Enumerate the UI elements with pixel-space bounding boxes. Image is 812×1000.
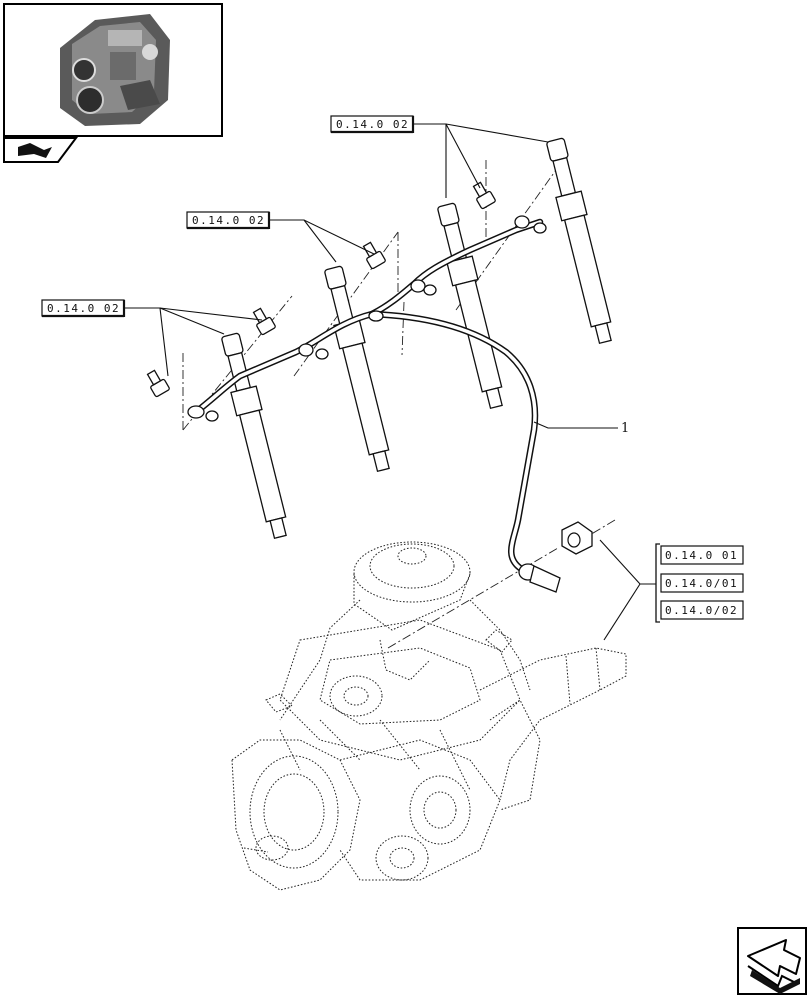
- injector-3[interactable]: [433, 202, 509, 410]
- reference-group-right: 0.14.0 01 0.14.0/01 0.14.0/02: [655, 543, 744, 623]
- reference-label: 0.14.0 02: [192, 214, 265, 227]
- reference-label: 0.14.0 01: [665, 549, 738, 562]
- engine-thumbnail-icon[interactable]: [3, 3, 223, 137]
- banjo-bolt-3[interactable]: [360, 240, 386, 270]
- injection-pump[interactable]: [231, 541, 627, 891]
- view-selector-icon[interactable]: [3, 137, 78, 163]
- reference-box-middle[interactable]: 0.14.0 02: [186, 211, 271, 230]
- union-nut[interactable]: [561, 521, 593, 555]
- leak-off-pipe[interactable]: [187, 215, 561, 593]
- reference-box-top[interactable]: 0.14.0 02: [330, 115, 415, 134]
- banjo-bolt-1[interactable]: [144, 368, 170, 398]
- banjo-bolt-4[interactable]: [470, 180, 496, 210]
- banjo-bolt-2[interactable]: [250, 306, 276, 336]
- reference-label: 0.14.0 02: [336, 118, 409, 131]
- reference-label: 0.14.0/02: [665, 604, 738, 617]
- item-callout[interactable]: 1: [621, 421, 629, 436]
- injector-2[interactable]: [320, 265, 396, 473]
- injector-1[interactable]: [217, 332, 293, 540]
- next-page-arrow-icon[interactable]: [737, 927, 807, 995]
- reference-box-right-2[interactable]: 0.14.0/01: [660, 573, 744, 593]
- reference-box-right-1[interactable]: 0.14.0 01: [660, 545, 744, 565]
- injector-4[interactable]: [542, 137, 618, 345]
- reference-label: 0.14.0 02: [47, 302, 120, 315]
- reference-box-left[interactable]: 0.14.0 02: [41, 299, 126, 318]
- reference-box-right-3[interactable]: 0.14.0/02: [660, 600, 744, 620]
- reference-label: 0.14.0/01: [665, 577, 738, 590]
- leader-lines: [124, 123, 656, 641]
